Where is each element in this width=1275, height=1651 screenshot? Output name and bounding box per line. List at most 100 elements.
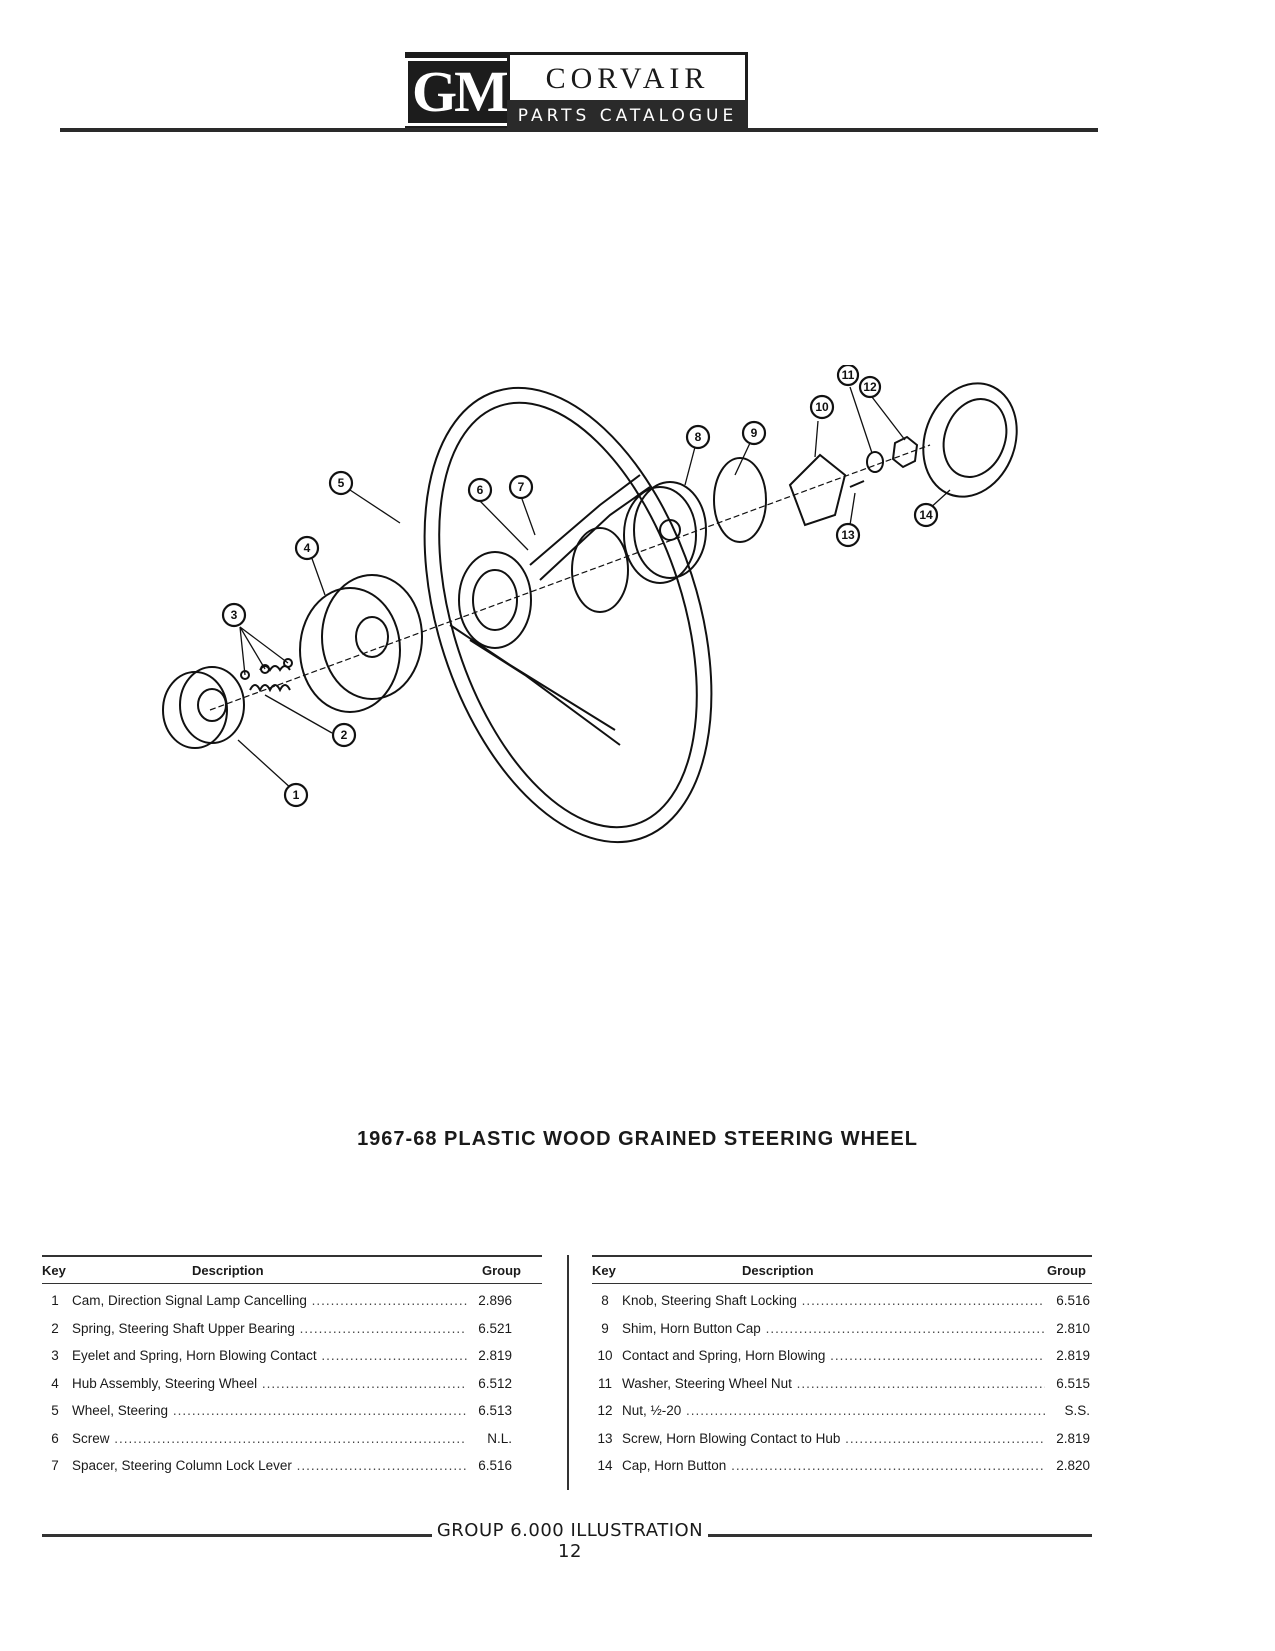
callout-10: 10 (809, 394, 835, 420)
gm-corvair-logo: GM CORVAIR PARTS CATALOGUE (405, 52, 752, 132)
footer-rule-left (42, 1534, 432, 1537)
table-row: 2 Spring, Steering Shaft Upper Bearing 6.5… (42, 1321, 542, 1343)
shim-part (713, 457, 767, 543)
part-group: 6.512 (478, 1375, 512, 1391)
steering-wheel-exploded-diagram: 1 2 3 4 5 6 7 8 9 10 11 12 13 14 (162, 365, 1018, 844)
svg-text:5: 5 (338, 476, 345, 490)
col-header-description: Description (192, 1263, 264, 1278)
part-key: 14 (597, 1458, 613, 1473)
part-description: Washer, Steering Wheel Nut (622, 1376, 1045, 1391)
table-row: 13 Screw, Horn Blowing Contact to Hub 2.81… (592, 1431, 1092, 1453)
part-key: 7 (51, 1458, 59, 1473)
col-header-key: Key (592, 1263, 616, 1278)
part-description: Cam, Direction Signal Lamp Cancelling (72, 1293, 467, 1308)
table-top-rule (42, 1255, 542, 1257)
svg-text:12: 12 (863, 380, 877, 394)
col-header-description: Description (742, 1263, 814, 1278)
part-description: Shim, Horn Button Cap (622, 1321, 1045, 1336)
part-key: 12 (597, 1403, 613, 1418)
footer-label: GROUP 6.000 ILLUSTRATION 12 (436, 1520, 704, 1562)
col-header-group: Group (1047, 1263, 1086, 1278)
svg-text:11: 11 (842, 368, 855, 382)
spacer-part (571, 527, 629, 613)
callout-14: 14 (913, 502, 939, 528)
svg-text:1: 1 (293, 788, 300, 802)
part-group: 2.896 (478, 1293, 512, 1308)
part-group: 2.819 (1056, 1430, 1090, 1446)
svg-text:14: 14 (919, 508, 933, 522)
callout-3: 3 (221, 602, 247, 628)
spring-parts (240, 658, 293, 693)
header-rule (42, 1283, 542, 1284)
callout-2: 2 (331, 722, 357, 748)
callout-4: 4 (294, 535, 320, 561)
part-description: Hub Assembly, Steering Wheel (72, 1376, 467, 1391)
table-row: 14 Cap, Horn Button 2.820 (592, 1458, 1092, 1480)
table-row: 8 Knob, Steering Shaft Locking 6.516 (592, 1293, 1092, 1315)
part-description: Screw (72, 1431, 467, 1446)
steering-wheel-part (423, 386, 713, 844)
col-header-group: Group (482, 1263, 521, 1278)
table-row: 9 Shim, Horn Button Cap 2.810 (592, 1321, 1092, 1343)
part-key: 6 (51, 1430, 59, 1446)
table-row: 4 Hub Assembly, Steering Wheel 6.512 (42, 1376, 542, 1398)
header-rule (60, 128, 1098, 132)
gm-logo-mark: GM (405, 52, 513, 132)
illustration-caption: 1967-68 PLASTIC WOOD GRAINED STEERING WH… (357, 1128, 918, 1150)
svg-text:3: 3 (231, 608, 238, 622)
part-group: 6.521 (478, 1320, 512, 1336)
svg-text:10: 10 (815, 400, 829, 414)
part-description: Knob, Steering Shaft Locking (622, 1293, 1045, 1308)
part-group: 2.820 (1056, 1458, 1090, 1473)
part-key: 3 (51, 1348, 59, 1363)
part-description: Wheel, Steering (72, 1403, 467, 1418)
nut-part (891, 435, 919, 469)
callout-5: 5 (328, 470, 354, 496)
table-row: 3 Eyelet and Spring, Horn Blowing Contact… (42, 1348, 542, 1370)
svg-text:9: 9 (751, 426, 758, 440)
svg-text:4: 4 (304, 541, 311, 555)
part-key: 8 (601, 1293, 609, 1308)
part-description: Eyelet and Spring, Horn Blowing Contact (72, 1348, 467, 1363)
part-description: Spring, Steering Shaft Upper Bearing (72, 1321, 467, 1336)
part-key: 10 (597, 1348, 613, 1363)
part-key: 9 (601, 1320, 609, 1336)
washer-part (866, 451, 884, 473)
part-group: 2.819 (478, 1348, 512, 1363)
part-group: N.L. (487, 1430, 512, 1446)
part-group: 6.515 (1056, 1375, 1090, 1391)
part-description: Screw, Horn Blowing Contact to Hub (622, 1431, 1045, 1446)
catalogue-subtitle: PARTS CATALOGUE (507, 100, 748, 132)
callout-13: 13 (835, 522, 861, 548)
horn-cap-part (922, 382, 1018, 498)
header-rule (592, 1283, 1092, 1284)
svg-text:8: 8 (695, 430, 702, 444)
part-group: 2.810 (1056, 1320, 1090, 1336)
svg-text:2: 2 (341, 728, 348, 742)
callout-8: 8 (685, 424, 711, 450)
part-key: 2 (51, 1320, 59, 1336)
part-key: 4 (51, 1375, 59, 1391)
hub-part (299, 574, 423, 713)
callout-7: 7 (508, 474, 534, 500)
knob-part (623, 481, 707, 584)
callout-11: 11 (836, 365, 860, 387)
part-group: 6.513 (478, 1403, 512, 1418)
svg-text:6: 6 (477, 483, 484, 497)
part-key: 13 (597, 1430, 613, 1446)
table-top-rule (592, 1255, 1092, 1257)
part-description: Cap, Horn Button (622, 1458, 1045, 1473)
part-group: 2.819 (1056, 1348, 1090, 1363)
part-group: 6.516 (1056, 1293, 1090, 1308)
catalogue-title: CORVAIR (507, 52, 748, 100)
table-row: 11 Washer, Steering Wheel Nut 6.515 (592, 1376, 1092, 1398)
callout-1: 1 (283, 782, 309, 808)
callout-12: 12 (858, 375, 882, 399)
part-key: 11 (597, 1375, 612, 1391)
cam-part (162, 666, 245, 749)
